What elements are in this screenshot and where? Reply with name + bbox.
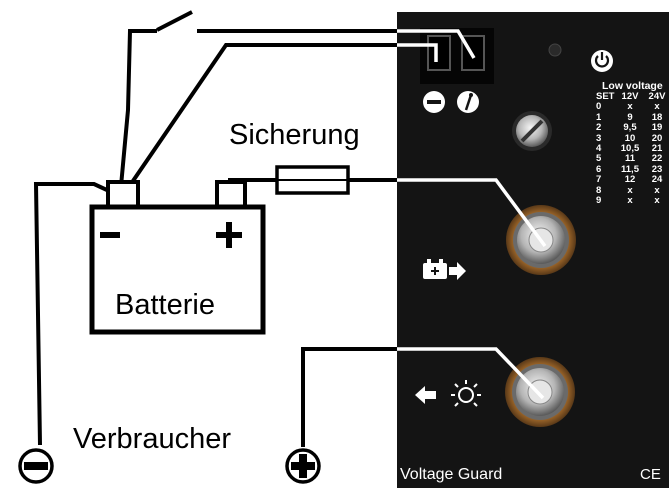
table-cell: 0 [596, 101, 602, 113]
table-cell: 12 [624, 174, 636, 186]
table-cell: x [654, 195, 660, 207]
table-cell: 22 [651, 153, 663, 165]
table-cell: 19 [651, 122, 663, 134]
table-cell: x [627, 184, 633, 196]
table-row: 8 x x [596, 184, 669, 196]
table-cell: 7 [596, 174, 602, 186]
table-row: 9 x x [596, 195, 669, 207]
table-row: 0 x x [596, 101, 669, 113]
table-cell: 6 [596, 163, 602, 175]
table-cell: x [654, 101, 660, 113]
table-row: 4 10,5 21 [596, 143, 669, 155]
table-header: 24V [648, 91, 666, 102]
table-cell: 9 [596, 195, 602, 207]
table-cell: 11,5 [621, 163, 639, 175]
table-cell: 23 [651, 163, 663, 175]
table-cell: x [654, 184, 660, 196]
table-cell: x [627, 195, 633, 207]
battery-input-icon [423, 259, 466, 280]
table-cell: 18 [651, 111, 663, 123]
terminal-block [420, 28, 494, 84]
table-row: 5 11 22 [596, 153, 669, 165]
table-cell: 3 [596, 132, 602, 144]
consumer-output-icon [415, 380, 481, 407]
table-cell: 11 [624, 153, 636, 165]
table-cell: 2 [596, 122, 602, 134]
table-row: 3 10 20 [596, 132, 669, 144]
table-cell: 9,5 [623, 122, 637, 134]
table-cell: x [627, 101, 633, 113]
minus-icon [423, 91, 445, 113]
table-cell: 8 [596, 184, 602, 196]
table-cell: 4 [596, 143, 602, 155]
power-icon [591, 50, 613, 72]
table-cell: 5 [596, 153, 602, 165]
table-header: SET [596, 91, 615, 102]
low-voltage-title: Low voltage [602, 80, 663, 92]
switch-lever [156, 10, 193, 32]
set-selector-knob[interactable] [512, 111, 552, 151]
battery-label: Batterie [115, 289, 215, 321]
table-row: 6 11,5 23 [596, 163, 669, 175]
table-row: 2 9,5 19 [596, 122, 669, 134]
table-cell: 21 [651, 143, 663, 155]
consumer-minus-terminal [18, 448, 54, 484]
fuse-label: Sicherung [229, 119, 360, 151]
table-header: 12V [621, 91, 639, 102]
consumer-plus-terminal [285, 448, 321, 484]
remote-switch-icon [457, 91, 479, 113]
wire-on-device [397, 29, 547, 400]
led-indicator [548, 43, 562, 57]
table-cell: 1 [596, 111, 602, 123]
table-cell: 20 [651, 132, 663, 144]
table-cell: 24 [651, 174, 663, 186]
table-row: 7 12 24 [596, 174, 669, 186]
battery-symbol [89, 180, 266, 335]
brand-label: Voltage Guard [400, 466, 503, 483]
table-cell: 10,5 [620, 143, 640, 155]
table-cell: 10 [624, 132, 636, 144]
ce-mark: CE [640, 466, 661, 483]
table-header-row: SET 12V 24V [596, 91, 669, 102]
table-cell: 9 [627, 111, 633, 123]
consumer-label: Verbraucher [73, 423, 231, 455]
